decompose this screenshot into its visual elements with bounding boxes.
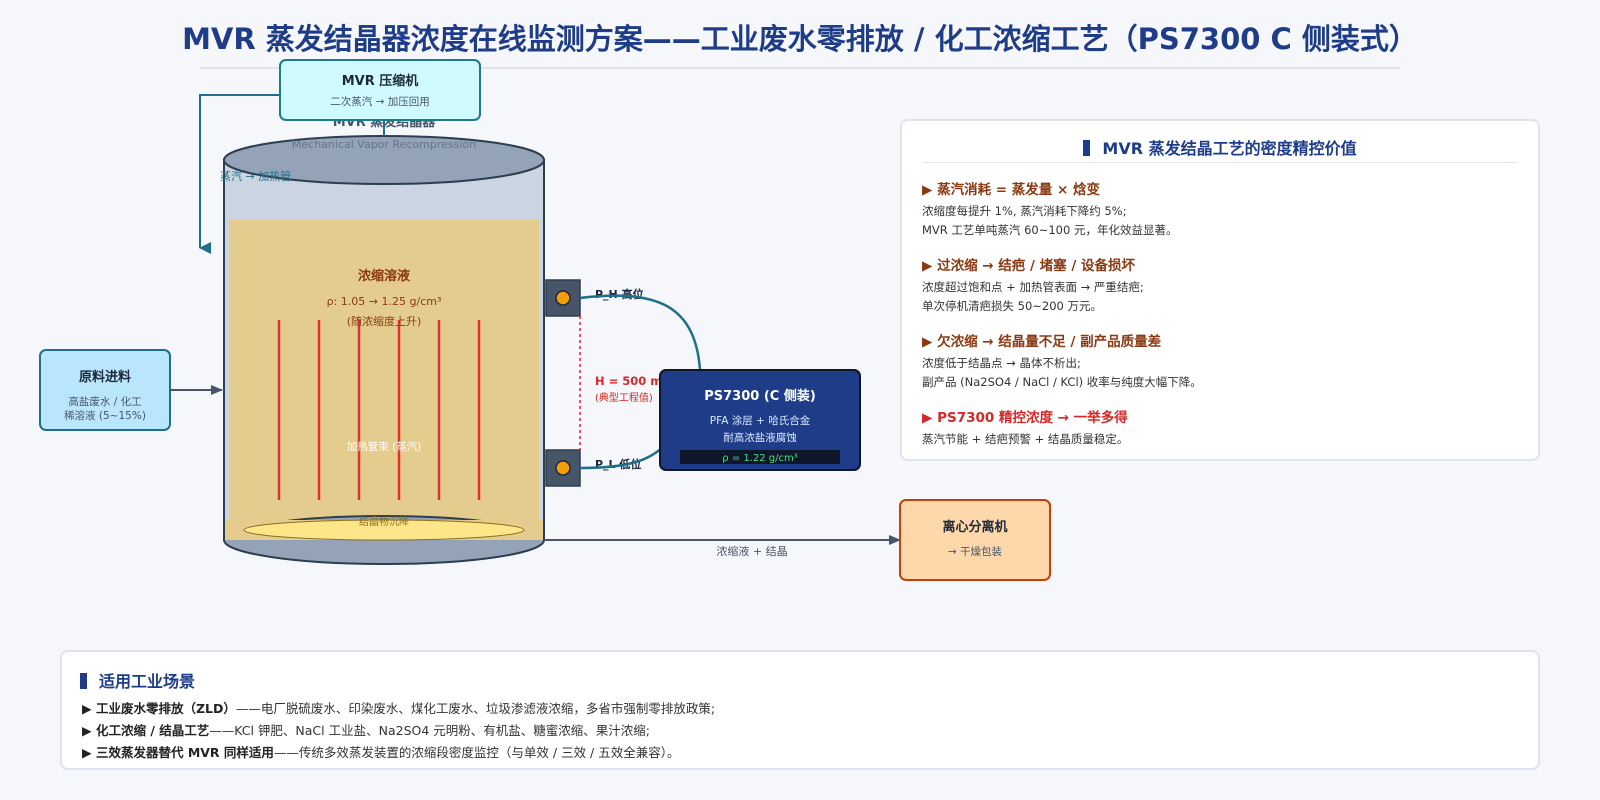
value-item: ▶ 过浓缩 → 结疤 / 堵塞 / 设备损坏 浓度超过饱和点 + 加热管表面 →… bbox=[922, 254, 1518, 316]
value-item-line: 浓缩度每提升 1%, 蒸汽消耗下降约 5%; bbox=[922, 204, 1127, 218]
value-item: ▶ 欠浓缩 → 结晶量不足 / 副产品质量差 浓度低于结晶点 → 晶体不析出; … bbox=[922, 330, 1518, 392]
value-item-head: ▶ 蒸汽消耗 = 蒸发量 × 焓变 bbox=[922, 182, 1101, 198]
title-bar-icon bbox=[1083, 140, 1091, 156]
heating-tubes bbox=[277, 320, 481, 500]
height-note: (典型工程值) bbox=[595, 391, 653, 404]
crystal-label: 结晶物沉降 bbox=[359, 515, 409, 528]
solution-title: 浓缩溶液 bbox=[358, 268, 410, 284]
title-bar-icon bbox=[80, 673, 87, 689]
page-title: MVR 蒸发结晶器浓度在线监测方案——工业废水零排放 / 化工浓缩工艺（PS73… bbox=[182, 22, 1418, 56]
scene-item-text: ——电厂脱硫废水、印染废水、煤化工废水、垃圾渗滤液浓缩，多省市强制零排放政策; bbox=[235, 701, 716, 716]
value-item: ▶ PS7300 精控浓度 → 一举多得 蒸汽节能 + 结疤预警 + 结晶质量稳… bbox=[922, 406, 1518, 449]
steam-label: 蒸汽 → 加热管 bbox=[220, 169, 291, 183]
scene-item: ▶ 三效蒸发器替代 MVR 同样适用——传统多效蒸发装置的浓缩段密度监控（与单效… bbox=[82, 742, 680, 761]
scene-item: ▶ 化工浓缩 / 结晶工艺——KCl 钾肥、NaCl 工业盐、Na2SO4 元明… bbox=[82, 720, 650, 739]
compressor-subtitle: 二次蒸汽 → 加压回用 bbox=[330, 95, 429, 108]
sensor-box bbox=[659, 369, 861, 471]
evaporator-vessel bbox=[223, 135, 545, 565]
scene-item-bold: ▶ 化工浓缩 / 结晶工艺 bbox=[82, 723, 210, 738]
tube-label: 加热管束 (蒸汽) bbox=[347, 440, 422, 453]
outflow-label: 浓缩液 + 结晶 bbox=[716, 544, 787, 558]
concentrated-liquid bbox=[229, 220, 539, 536]
scene-item-bold: ▶ 工业废水零排放（ZLD） bbox=[82, 701, 236, 716]
value-panel: MVR 蒸发结晶工艺的密度精控价值 ▶ 蒸汽消耗 = 蒸发量 × 焓变 浓缩度每… bbox=[900, 119, 1540, 461]
value-item: ▶ 蒸汽消耗 = 蒸发量 × 焓变 浓缩度每提升 1%, 蒸汽消耗下降约 5%;… bbox=[922, 178, 1518, 240]
height-label: H = 500 mm bbox=[595, 374, 674, 388]
port-low-label: P_L 低位 bbox=[595, 457, 641, 471]
value-item-head: ▶ 欠浓缩 → 结晶量不足 / 副产品质量差 bbox=[922, 334, 1162, 350]
sensor-readout: ρ = 1.22 g/cm³ bbox=[722, 453, 798, 464]
feed-title: 原料进料 bbox=[79, 369, 131, 385]
sensor-line-2: 耐高浓盐液腐蚀 bbox=[723, 431, 797, 444]
scenes-panel: 适用工业场景 ▶ 工业废水零排放（ZLD）——电厂脱硫废水、印染废水、煤化工废水… bbox=[60, 650, 1540, 770]
steam-return-line bbox=[199, 94, 280, 254]
compressor-title: MVR 压缩机 bbox=[342, 73, 419, 89]
sensor-display bbox=[680, 450, 840, 464]
compressor-box bbox=[279, 59, 481, 121]
value-item-line: 浓度超过饱和点 + 加热管表面 → 严重结疤; bbox=[922, 280, 1144, 294]
centrifuge-title: 离心分离机 bbox=[942, 519, 1007, 535]
value-item-head-highlight: ▶ PS7300 精控浓度 → 一举多得 bbox=[922, 410, 1128, 426]
port-high bbox=[545, 279, 581, 317]
vessel-subtitle: Mechanical Vapor Recompression bbox=[292, 138, 476, 151]
scene-item-text: ——传统多效蒸发装置的浓缩段密度监控（与单效 / 三效 / 五效全兼容）。 bbox=[273, 745, 680, 760]
centrifuge-subtitle: → 干燥包装 bbox=[948, 545, 1003, 558]
value-item-line: 蒸汽节能 + 结疤预警 + 结晶质量稳定。 bbox=[922, 432, 1129, 446]
scene-item-text: ——KCl 钾肥、NaCl 工业盐、Na2SO4 元明粉、有机盐、糖蜜浓缩、果汁… bbox=[209, 723, 650, 738]
sensor-title: PS7300 (C 侧装) bbox=[704, 388, 816, 404]
scenes-panel-title: 适用工业场景 bbox=[80, 668, 195, 692]
feed-line-1: 高盐废水 / 化工 bbox=[68, 395, 141, 408]
solution-density: ρ: 1.05 → 1.25 g/cm³ bbox=[327, 295, 442, 308]
value-panel-title-text: MVR 蒸发结晶工艺的密度精控价值 bbox=[1102, 139, 1357, 158]
centrifuge-box bbox=[899, 499, 1051, 581]
crystal-layer bbox=[243, 519, 525, 541]
solution-note: (随浓缩度上升) bbox=[347, 314, 422, 328]
value-item-line: 单次停机清疤损失 50~200 万元。 bbox=[922, 299, 1103, 313]
value-item-head: ▶ 过浓缩 → 结疤 / 堵塞 / 设备损坏 bbox=[922, 258, 1135, 274]
value-panel-divider bbox=[922, 162, 1518, 163]
value-panel-title: MVR 蒸发结晶工艺的密度精控价值 bbox=[902, 135, 1538, 159]
capillary-high bbox=[579, 294, 702, 371]
title-divider bbox=[200, 67, 1400, 69]
port-low-dot bbox=[555, 460, 571, 476]
scenes-panel-title-text: 适用工业场景 bbox=[99, 672, 196, 691]
value-item-line: 副产品 (Na2SO4 / NaCl / KCl) 收率与纯度大幅下降。 bbox=[922, 375, 1202, 389]
port-high-label: P_H 高位 bbox=[595, 287, 644, 301]
capillary-low bbox=[579, 444, 666, 470]
scene-item-bold: ▶ 三效蒸发器替代 MVR 同样适用 bbox=[82, 745, 274, 760]
port-high-dot bbox=[555, 290, 571, 306]
feed-line-2: 稀溶液 (5~15%) bbox=[64, 409, 146, 422]
sensor-line-1: PFA 涂层 + 哈氏合金 bbox=[710, 414, 811, 427]
value-item-line: MVR 工艺单吨蒸汽 60~100 元，年化效益显著。 bbox=[922, 223, 1178, 237]
scene-item: ▶ 工业废水零排放（ZLD）——电厂脱硫废水、印染废水、煤化工废水、垃圾渗滤液浓… bbox=[82, 698, 715, 717]
value-item-line: 浓度低于结晶点 → 晶体不析出; bbox=[922, 356, 1081, 370]
